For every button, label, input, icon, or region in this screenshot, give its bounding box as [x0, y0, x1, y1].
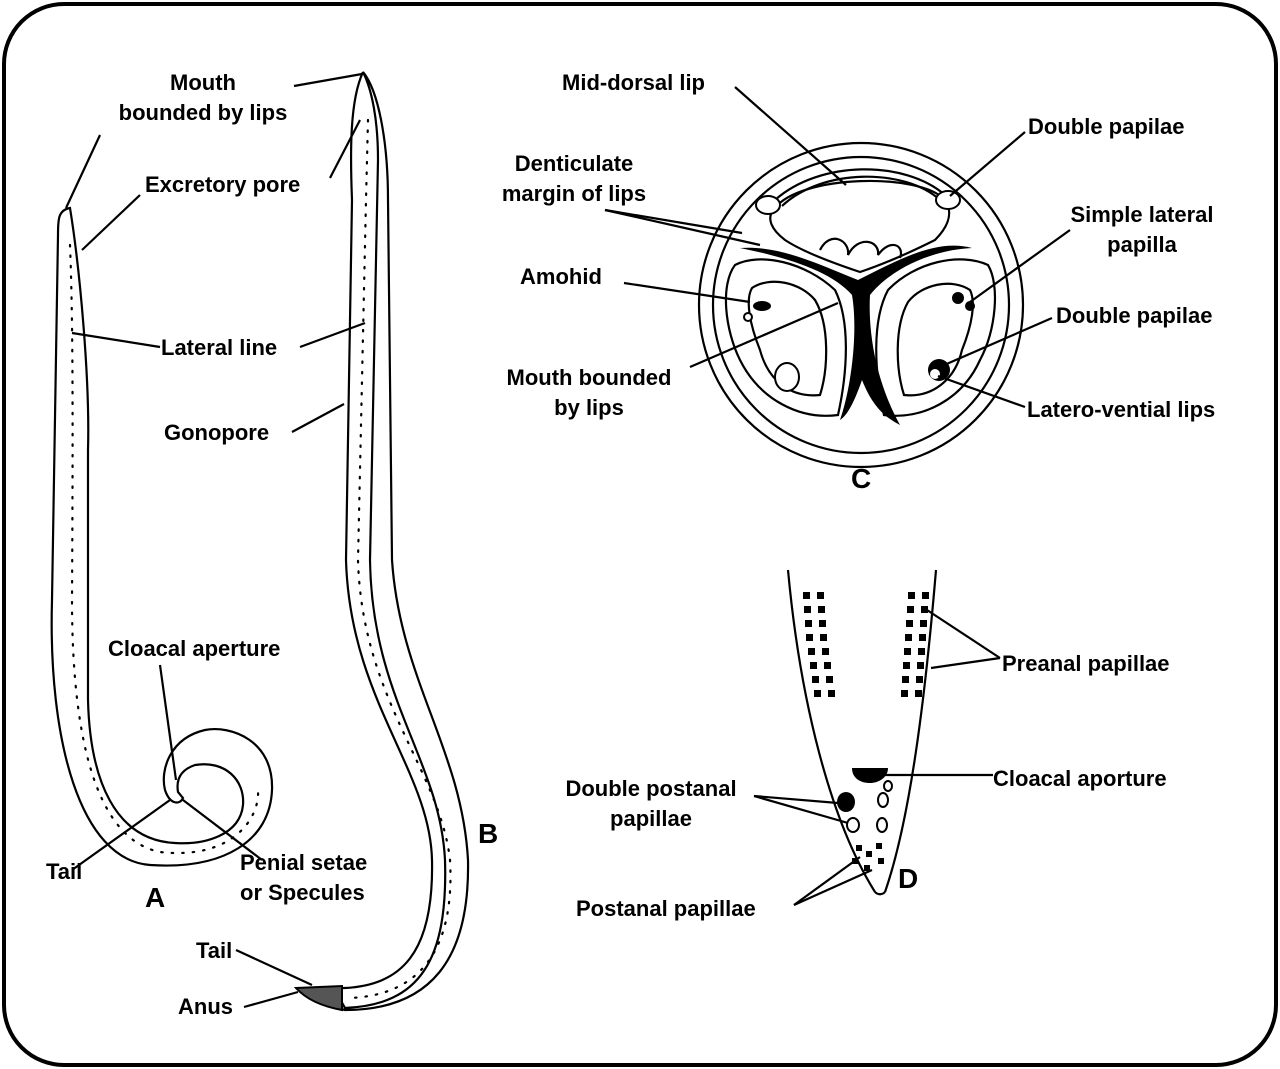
figure-d-leaders: [753, 609, 1001, 907]
figure-d-preanal-papillae-left: [803, 592, 835, 697]
figure-c-simple-lateral-papilla-2: [965, 301, 975, 311]
figure-c-right-lip: [875, 258, 997, 417]
figure-d-cloacal-aperture: [852, 768, 888, 783]
figure-c-right-lip-inner: [896, 282, 974, 397]
figure-d-open-papilla-2: [876, 817, 888, 833]
label-c-double-top: Double papilae: [1028, 114, 1184, 139]
label-a-lateral: Lateral line: [161, 335, 277, 360]
figure-ab-leaders: [65, 72, 366, 1009]
figure-c-inner-circle: [711, 155, 1011, 455]
figure-c-lip-folds: [819, 237, 903, 259]
figure-d-preanal-papillae-right: [901, 592, 929, 697]
figure-c-left-papilla: [774, 362, 800, 392]
figure-a: [50, 206, 274, 867]
label-c-denticulate-2: margin of lips: [502, 181, 646, 206]
figure-d-double-postanal-open: [846, 817, 860, 833]
label-c-latero: Latero-vential lips: [1027, 397, 1215, 422]
label-c-denticulate-1: Denticulate: [515, 151, 634, 176]
figure-d-open-papilla-3: [883, 780, 893, 792]
label-d-cloacal: Cloacal aporture: [993, 766, 1167, 791]
figure-a-lateral-line: [68, 243, 260, 855]
figure-c-left-lip: [724, 258, 847, 417]
letter-b: B: [478, 818, 498, 849]
figure-c-double-papilla-ventral: [928, 359, 950, 381]
label-a-mouth-1: Mouth: [170, 70, 236, 95]
letter-d: D: [898, 863, 918, 894]
label-c-mouth-2: by lips: [554, 395, 624, 420]
label-a-tail: Tail: [46, 859, 82, 884]
figure-b-lateral-line: [348, 118, 452, 1000]
figure-d-open-papilla-1: [877, 792, 889, 808]
label-c-double-right: Double papilae: [1056, 303, 1212, 328]
label-d-preanal: Preanal papillae: [1002, 651, 1170, 676]
label-c-mouth-1: Mouth bounded: [507, 365, 672, 390]
figure-b: [293, 71, 470, 1012]
label-b-tail: Tail: [196, 938, 232, 963]
label-a-excretory: Excretory pore: [145, 172, 300, 197]
figure-c-dorsal-arc-inner: [781, 175, 941, 207]
figure-c-double-papilla-ventral-inner: [930, 369, 940, 379]
figure-d-left-wall: [786, 569, 876, 893]
letter-c: C: [851, 463, 871, 494]
label-c-simple-2: papilla: [1107, 232, 1177, 257]
figure-c-dorsal-lip: [769, 179, 951, 274]
figure-c: [697, 141, 1025, 469]
label-c-amphid: Amohid: [520, 264, 602, 289]
figure-c-mouth-y: [740, 245, 972, 425]
figure-d: [786, 569, 938, 896]
figure-b-tail-tip: [293, 984, 343, 1012]
label-b-gonopore: Gonopore: [164, 420, 269, 445]
label-d-postanal: Postanal papillae: [576, 896, 756, 921]
label-c-simple-1: Simple lateral: [1070, 202, 1213, 227]
figure-c-amphid-pore: [743, 312, 753, 322]
figure-c-leaders: [604, 86, 1071, 409]
figure-d-tip: [874, 891, 886, 896]
figure-c-dorsal-arc-outer: [774, 168, 946, 201]
label-a-penial-1: Penial setae: [240, 850, 367, 875]
figure-d-right-wall: [883, 569, 938, 893]
label-b-anus: Anus: [178, 994, 233, 1019]
figure-c-double-papilla-right: [935, 190, 961, 210]
label-d-double-postanal-1: Double postanal: [565, 776, 736, 801]
figure-a-body: [50, 206, 274, 867]
label-a-cloacal: Cloacal aperture: [108, 636, 280, 661]
figure-c-double-papilla-left: [755, 195, 781, 215]
label-c-mid-dorsal: Mid-dorsal lip: [562, 70, 705, 95]
label-d-double-postanal-2: papillae: [610, 806, 692, 831]
label-a-penial-2: or Specules: [240, 880, 365, 905]
figure-d-double-postanal-solid: [837, 792, 855, 812]
figure-b-outer-body: [340, 71, 434, 990]
letter-a: A: [145, 882, 165, 913]
figure-c-simple-lateral-papilla: [952, 292, 964, 304]
label-a-mouth-2: bounded by lips: [119, 100, 288, 125]
figure-c-amphid: [753, 301, 771, 311]
figure-c-left-lip-inner: [747, 280, 828, 397]
